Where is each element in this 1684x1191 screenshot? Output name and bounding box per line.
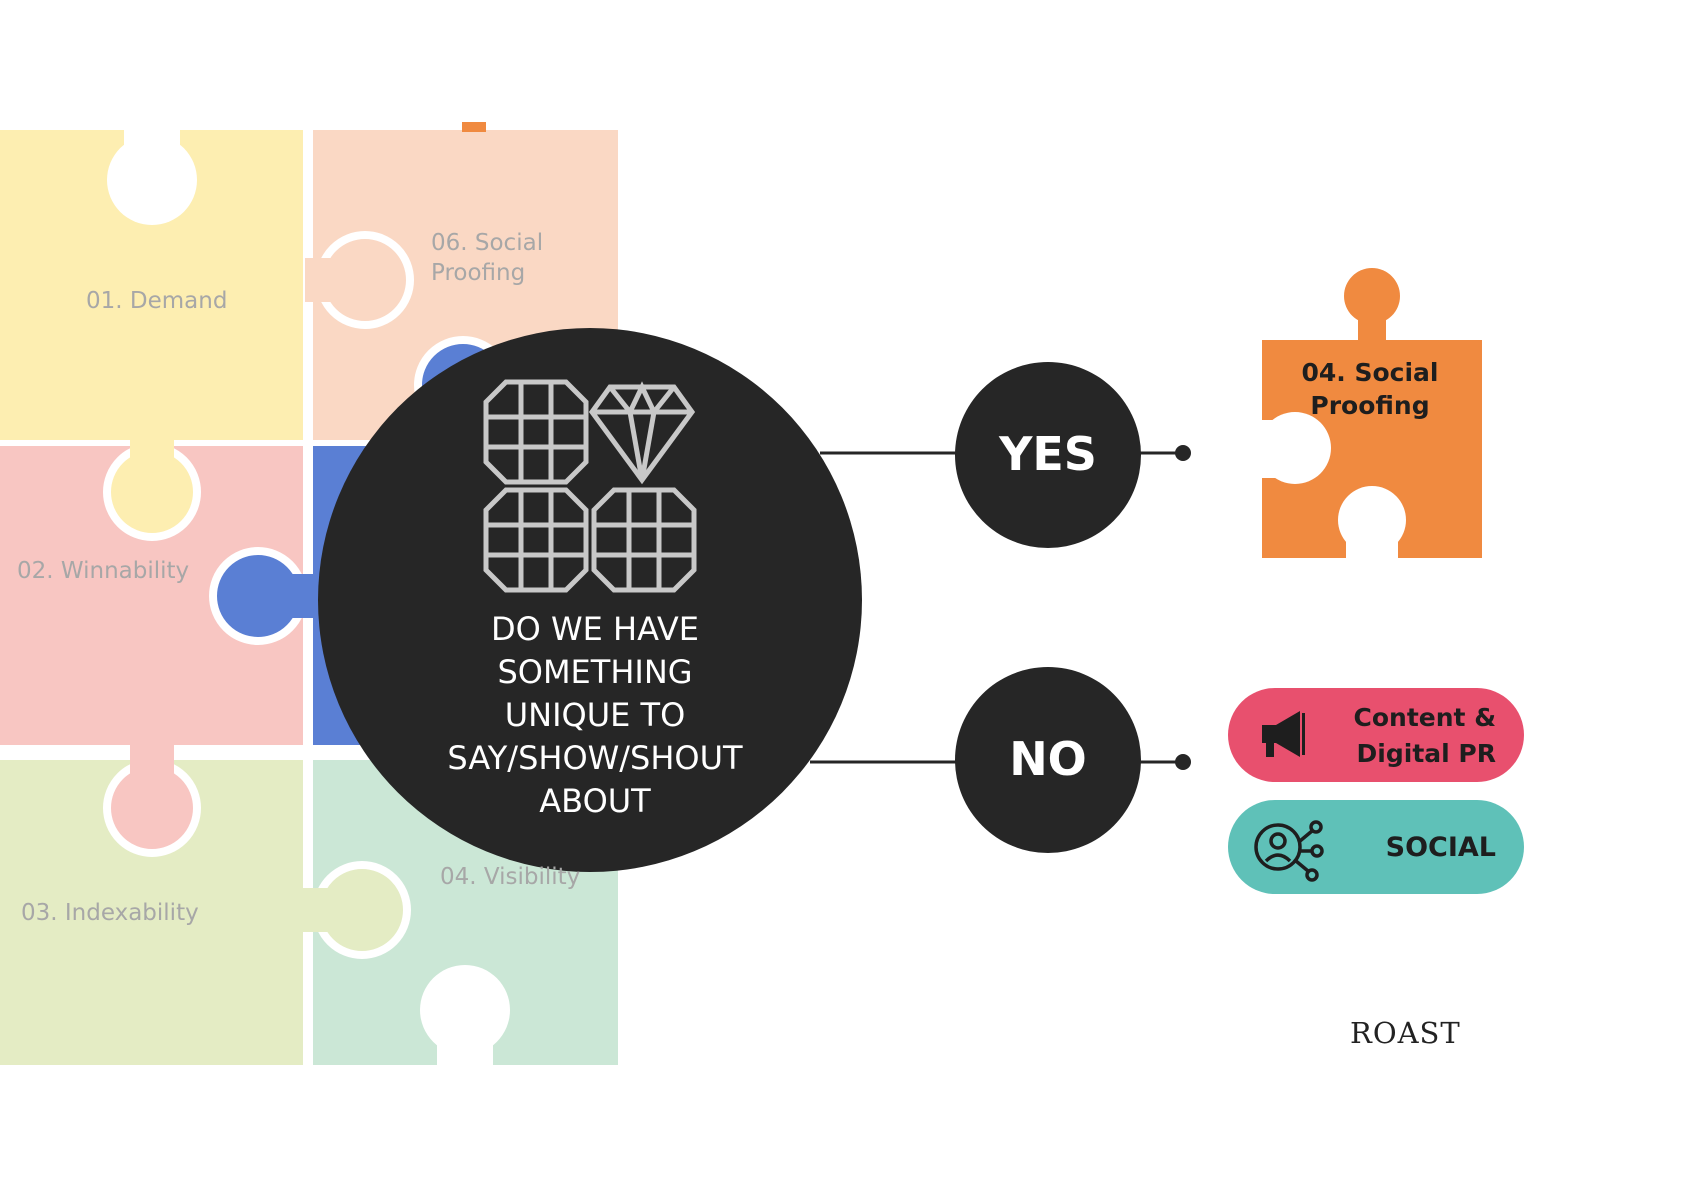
no-connector-dot bbox=[1175, 754, 1191, 770]
megaphone-icon bbox=[1262, 711, 1305, 757]
gem-octagon-icon bbox=[483, 487, 589, 593]
puzzle-label-indexability: 03. Indexability bbox=[21, 900, 199, 926]
yes-label: YES bbox=[999, 427, 1097, 481]
no-label: NO bbox=[1009, 732, 1087, 786]
gem-octagon-icon bbox=[591, 487, 697, 593]
question-circle bbox=[318, 328, 862, 872]
content-pr-label: Content & Digital PR bbox=[1353, 703, 1496, 768]
question-text: DO WE HAVE SOMETHING UNIQUE TO SAY/SHOW/… bbox=[447, 610, 743, 820]
puzzle-label-social-proofing: 06. Social Proofing bbox=[431, 230, 544, 286]
puzzle-label-winnability: 02. Winnability bbox=[17, 558, 190, 584]
puzzle-label-visibility: 04. Visibility bbox=[440, 864, 581, 890]
yes-circle bbox=[955, 362, 1141, 548]
result-puzzle-piece bbox=[1255, 268, 1482, 562]
diamond-icon bbox=[588, 381, 696, 485]
no-circle bbox=[955, 667, 1141, 853]
roast-logo: ROAST bbox=[1350, 1016, 1461, 1050]
social-pill bbox=[1228, 800, 1524, 894]
social-label: SOCIAL bbox=[1385, 832, 1496, 863]
social-network-icon bbox=[1254, 820, 1324, 882]
gem-octagon-icon bbox=[483, 379, 589, 485]
puzzle-label-demand: 01. Demand bbox=[86, 288, 228, 314]
yes-connector-dot bbox=[1175, 445, 1191, 461]
unique-icons bbox=[483, 379, 697, 593]
connectors bbox=[810, 451, 1182, 764]
content-pr-pill bbox=[1228, 688, 1524, 782]
social-proofing-result-label: 04. Social Proofing bbox=[1301, 358, 1439, 420]
